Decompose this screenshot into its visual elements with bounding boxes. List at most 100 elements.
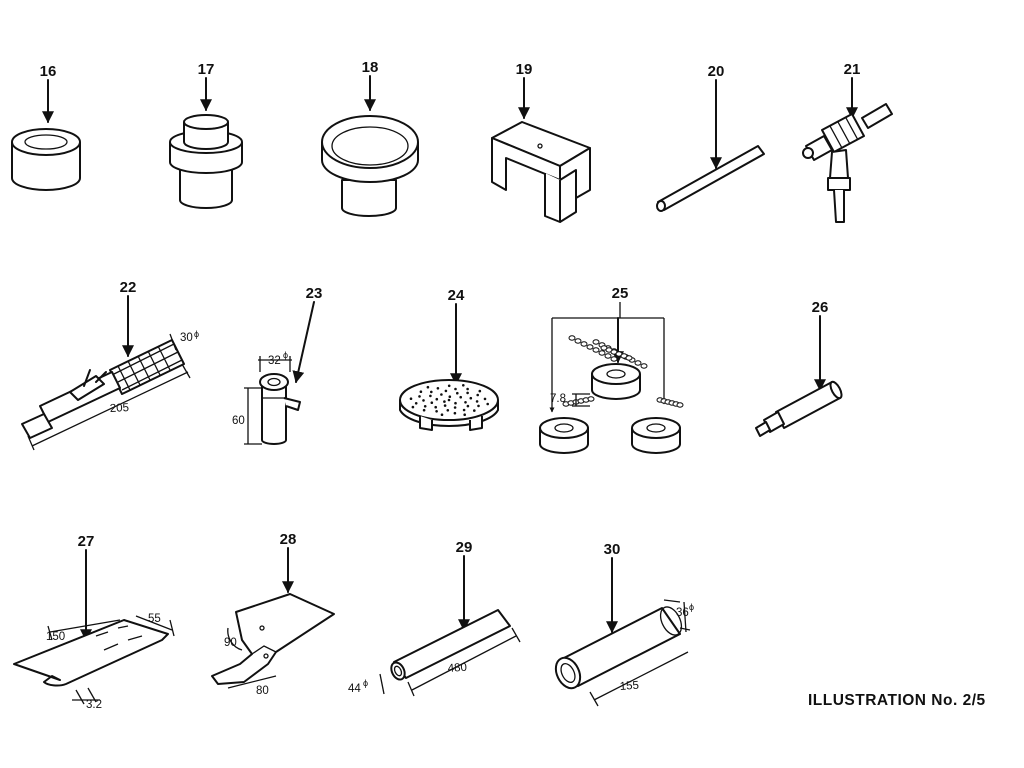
tool-27-spatula: 27 150 55 3.2: [13, 533, 175, 711]
ball-chain-link: [592, 347, 600, 353]
plate-hole: [459, 395, 463, 399]
ball-chain-link: [574, 338, 582, 344]
tool-number-24: 24: [448, 287, 465, 304]
dim-28-length: 80: [256, 685, 269, 697]
tool-number-17: 17: [198, 61, 215, 78]
dim-30-diameter: 36: [676, 607, 689, 619]
dim-30-length: 155: [619, 680, 639, 693]
plate-hole: [426, 385, 430, 389]
dim-25-length: 7.8: [550, 393, 566, 405]
plate-hole: [447, 384, 451, 388]
tool-22-hose: 22 205 30 ϕ: [21, 279, 199, 451]
ball-chain-link: [580, 341, 588, 347]
plate-hole: [422, 408, 426, 412]
dim-22-length: 205: [110, 402, 130, 415]
plate-hole: [477, 404, 480, 408]
plate-hole: [419, 390, 423, 394]
plate-hole: [434, 405, 438, 409]
tool-25-spacer-set: 25 7.8: [539, 285, 684, 454]
tool-21-tee-adapter: 21: [802, 61, 893, 223]
plate-hole: [453, 411, 457, 415]
plate-hole: [435, 410, 438, 413]
plate-hole: [440, 413, 444, 417]
tool-28-offset-plate: 28 90 80: [211, 531, 335, 697]
ball-chain-link: [610, 356, 618, 362]
plate-hole: [436, 387, 440, 390]
plate-hole: [418, 395, 421, 398]
dim-29-dia-symbol: ϕ: [363, 678, 368, 688]
dim-23-dia-symbol: ϕ: [283, 350, 288, 360]
plate-hole: [466, 404, 470, 408]
tool-number-26: 26: [812, 299, 829, 316]
tool-number-27: 27: [78, 533, 95, 550]
plate-hole: [469, 396, 473, 400]
tool-number-30: 30: [604, 541, 621, 558]
plate-hole: [422, 399, 425, 402]
ball-chain-link: [604, 353, 612, 359]
plate-hole: [466, 387, 469, 391]
plate-hole: [454, 387, 457, 391]
plate-hole: [430, 401, 434, 405]
plate-hole: [466, 391, 469, 395]
plate-hole: [435, 397, 439, 401]
illustration-caption: ILLUSTRATION No. 2/5: [808, 692, 986, 709]
plate-hole: [483, 397, 487, 401]
plate-hole: [475, 400, 479, 403]
dim-30-dia-symbol: ϕ: [689, 602, 694, 612]
ball-chain-link: [598, 350, 606, 356]
plate-hole: [456, 391, 459, 395]
tool-number-19: 19: [516, 61, 533, 78]
dim-27-width: 55: [148, 613, 161, 625]
plate-hole: [443, 404, 447, 407]
tool-19-u-bracket: 19: [491, 61, 591, 223]
tool-number-23: 23: [306, 285, 323, 302]
plate-hole: [414, 402, 418, 405]
plate-hole: [447, 398, 451, 402]
ball-chain-link: [634, 360, 642, 366]
dim-23-length: 60: [232, 415, 245, 427]
plate-hole: [440, 393, 443, 396]
ball-chain-link: [586, 344, 594, 350]
plate-hole: [446, 409, 450, 412]
ball-chain-link: [640, 363, 648, 369]
plate-hole: [444, 389, 448, 393]
dim-28-angle: 90: [224, 637, 237, 649]
tool-number-29: 29: [456, 539, 473, 556]
plate-hole: [430, 390, 433, 394]
plate-hole: [448, 395, 452, 399]
dim-22-dia-symbol: ϕ: [194, 329, 199, 339]
plate-hole: [478, 389, 482, 393]
plate-hole: [462, 408, 466, 412]
plate-hole: [463, 413, 467, 417]
plate-hole: [454, 401, 457, 405]
dim-22-diameter: 30: [180, 332, 193, 344]
plate-hole: [429, 394, 432, 398]
plate-hole: [423, 405, 427, 408]
plate-hole: [476, 393, 480, 397]
plate-hole: [411, 405, 415, 409]
tool-number-21: 21: [844, 61, 861, 78]
ball-chain-link: [625, 355, 633, 361]
tool-29-long-tube: 29 480 44 ϕ: [348, 539, 521, 697]
tool-23-sleeve: 23 32 ϕ 60: [232, 285, 323, 445]
tool-number-22: 22: [120, 279, 137, 296]
dim-29-length: 480: [447, 662, 467, 675]
ball-chain-link: [587, 396, 595, 402]
plate-hole: [453, 406, 457, 409]
tool-16-ring: 16: [11, 63, 81, 191]
tool-30-short-tube: 30 155 36 ϕ: [554, 541, 694, 707]
plate-hole: [464, 401, 467, 404]
tool-18-large-drift: 18: [321, 59, 419, 217]
ball-chain-link: [676, 402, 684, 408]
tool-number-20: 20: [708, 63, 725, 80]
tool-number-28: 28: [280, 531, 297, 548]
tool-number-18: 18: [362, 59, 379, 76]
plate-hole: [473, 409, 476, 412]
dim-23-diameter: 32: [268, 355, 281, 367]
plate-hole: [409, 397, 413, 401]
tool-number-16: 16: [40, 63, 57, 80]
tool-26-stepped-pin: 26: [755, 299, 843, 437]
ball-chain-link: [592, 339, 600, 345]
